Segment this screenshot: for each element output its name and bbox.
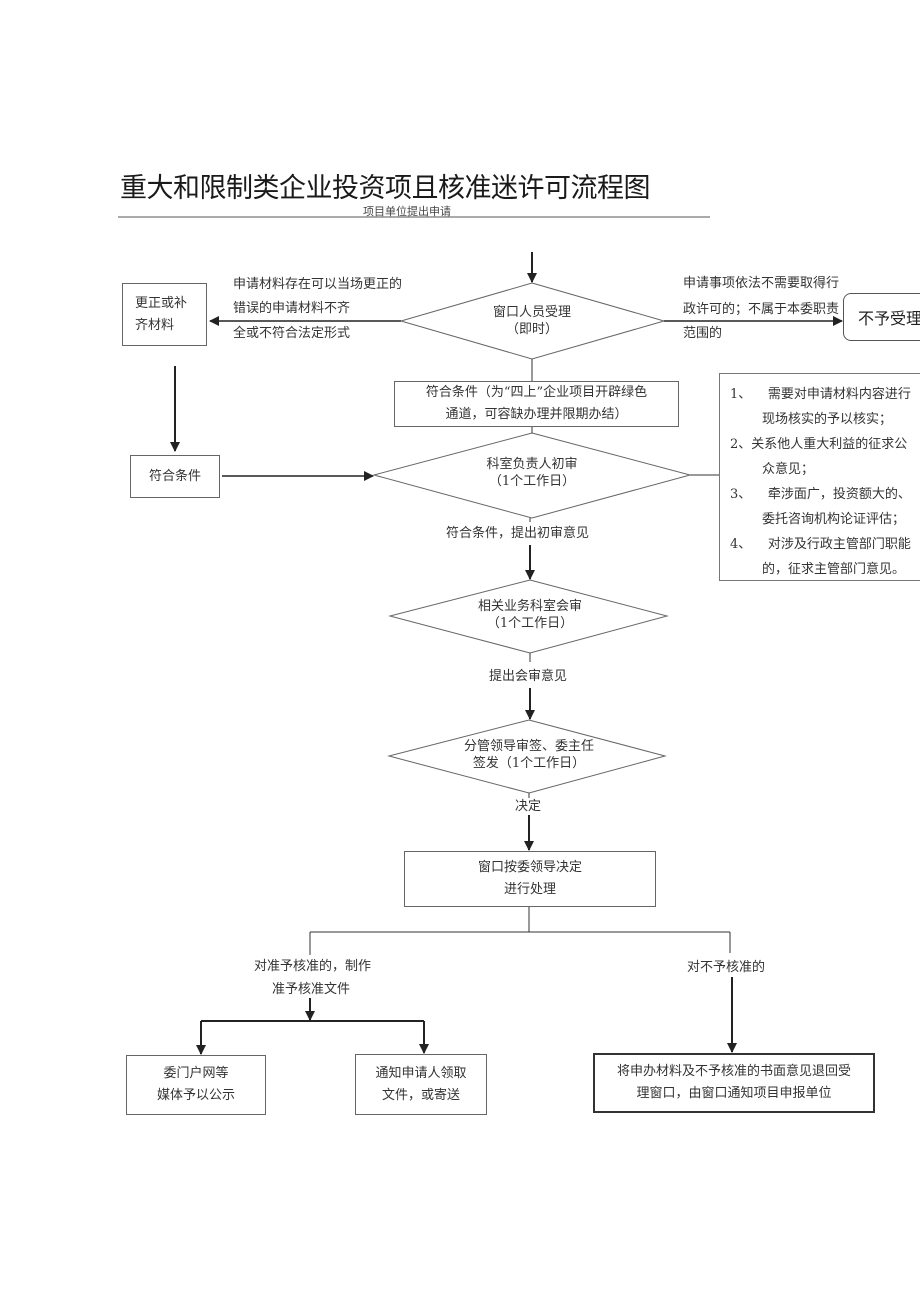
note-1-line1: 需要对申请材料内容进行 <box>767 387 911 402</box>
reject-label: 对不予核准的 <box>687 960 766 975</box>
conditions-green-line2: 通道，可容缺办理并限期办结） <box>445 407 628 422</box>
window-accept-line1: 窗口人员受理 <box>492 305 571 320</box>
note-2: 2、关系他人重大利益的征求公 <box>730 432 920 457</box>
right-reason-line2: 政许可的；不属于本委职责 <box>683 302 840 317</box>
note-4: 4、 对涉及行政主管部门职能 <box>730 532 920 557</box>
not-accept-box: 不予受理 <box>843 293 920 341</box>
left-reason-line3: 全或不符合法定形式 <box>233 326 351 341</box>
notify-pickup-line1: 通知申请人领取 <box>375 1065 467 1081</box>
note-2-line2: 众意见； <box>762 462 815 477</box>
approve-label-line1: 对准予核准的，制作 <box>254 959 372 974</box>
note-2-num: 2、 <box>730 437 752 452</box>
conditions-green-box: 符合条件（为“四上”企业项目开辟绿色 通道，可容缺办理并限期办结） <box>394 381 679 427</box>
joint-review-line2: （1个工作日） <box>486 616 574 631</box>
leader-sign-line1: 分管领导审签、委主任 <box>463 739 594 754</box>
page-subtitle: 项目单位提出申请 <box>363 205 451 218</box>
chief-review-line1: 科室负责人初审 <box>486 457 578 472</box>
chief-review-label: 科室负责人初审 （1个工作日） <box>432 456 632 490</box>
window-accept-label: 窗口人员受理 （即时） <box>432 304 632 338</box>
publish-box: 委门户网等 媒体予以公示 <box>126 1055 266 1115</box>
publish-line1: 委门户网等 <box>163 1066 229 1081</box>
return-materials-line1: 将申办材料及不予核准的书面意见退回受 <box>616 1064 851 1079</box>
pass-initial-label: 符合条件，提出初审意见 <box>446 526 590 541</box>
page-title: 重大和限制类企业投资项且核准迷许可流程图 <box>120 173 651 204</box>
note-2-line1: 关系他人重大利益的征求公 <box>751 437 908 452</box>
note-3-line2: 委托咨询机构论证评估； <box>762 512 906 527</box>
not-accept-text: 不予受理 <box>858 309 920 328</box>
correct-materials-line1: 更正或补 <box>135 295 188 311</box>
note-4-line1: 对涉及行政主管部门职能 <box>767 537 911 552</box>
note-4-num: 4、 <box>730 537 752 552</box>
chief-review-diamond <box>372 432 692 519</box>
conditions-green-line1: 符合条件（为“四上”企业项目开辟绿色 <box>425 385 648 400</box>
note-1: 1、 需要对申请材料内容进行 <box>730 382 920 407</box>
publish-line2: 媒体予以公示 <box>156 1088 235 1103</box>
joint-opinion-label: 提出会审意见 <box>489 669 568 684</box>
return-materials-line2: 理窗口，由窗口通知项目申报单位 <box>636 1086 832 1101</box>
meets-conditions-text: 符合条件 <box>148 468 201 484</box>
right-reason-line1: 申请事项依法不需要取得行 <box>683 276 840 291</box>
correct-materials-box: 更正或补 齐材料 <box>122 283 207 346</box>
notes-box: 1、 需要对申请材料内容进行 现场核实的予以核实； 2、关系他人重大利益的征求公… <box>719 373 920 581</box>
window-process-line2: 进行处理 <box>503 882 556 897</box>
note-3: 3、 牵涉面广，投资额大的、 <box>730 482 920 507</box>
note-3-num: 3、 <box>730 487 752 502</box>
notify-pickup-box: 通知申请人领取 文件，或寄送 <box>355 1054 487 1115</box>
return-materials-box: 将申办材料及不予核准的书面意见退回受 理窗口，由窗口通知项目申报单位 <box>593 1053 875 1113</box>
note-1-line2: 现场核实的予以核实； <box>762 412 893 427</box>
right-reason-line3: 范围的 <box>683 326 723 341</box>
joint-review-line1: 相关业务科室会审 <box>477 599 582 614</box>
window-accept-line2: （即时） <box>505 322 558 337</box>
window-process-line1: 窗口按委领导决定 <box>477 860 582 875</box>
note-4-line2: 的，征求主管部门意见。 <box>762 562 906 577</box>
correct-materials-line2: 齐材料 <box>135 317 175 333</box>
notify-pickup-line2: 文件，或寄送 <box>381 1087 460 1103</box>
note-1-num: 1、 <box>730 387 752 402</box>
meets-conditions-box: 符合条件 <box>130 455 220 498</box>
chief-review-line2: （1个工作日） <box>488 474 576 489</box>
left-reason-line2: 错误的申请材料不齐 <box>233 301 351 316</box>
leader-sign-label: 分管领导审签、委主任 签发（1个工作日） <box>429 738 629 772</box>
approve-label-line2: 准予核准文件 <box>272 982 351 997</box>
window-process-box: 窗口按委领导决定 进行处理 <box>404 851 656 907</box>
leader-sign-line2: 签发（1个工作日） <box>472 756 586 771</box>
note-3-line1: 牵涉面广，投资额大的、 <box>767 487 911 502</box>
joint-review-label: 相关业务科室会审 （1个工作日） <box>430 598 630 632</box>
left-reason-line1: 申请材料存在可以当场更正的 <box>233 277 403 292</box>
decision-label: 决定 <box>515 799 542 814</box>
